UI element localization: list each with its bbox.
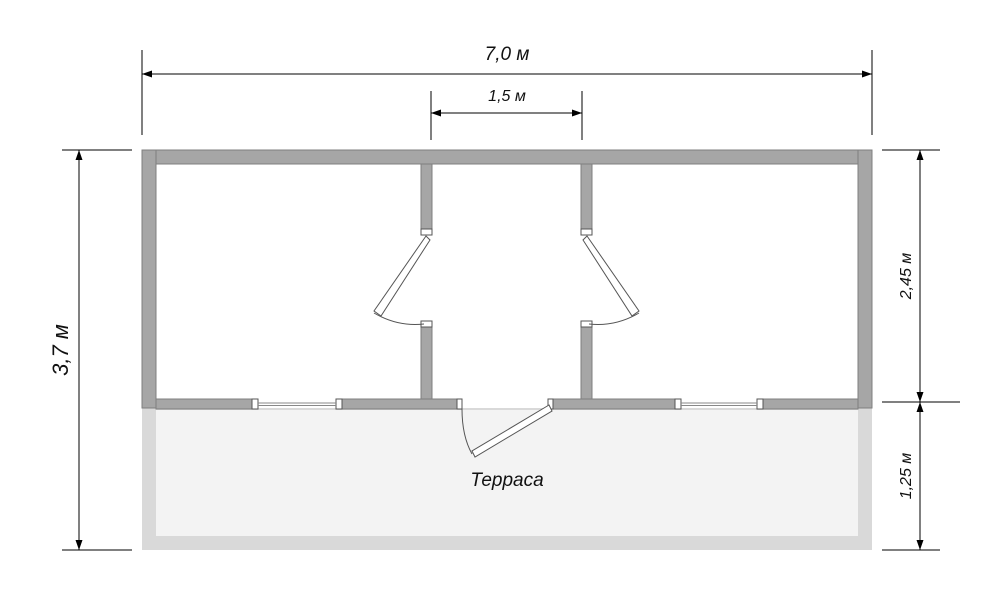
dim-total-height: 3,7 м <box>48 324 73 376</box>
dim-middle-width: 1,5 м <box>488 88 526 105</box>
terrace-label: Терраса <box>470 470 543 491</box>
walls <box>141 149 873 410</box>
partition-right-lower <box>580 326 593 400</box>
wall-top <box>141 149 873 165</box>
partition-right-upper <box>580 163 593 233</box>
front-wall-segment-2 <box>341 398 462 410</box>
front-wall-segment-1 <box>155 398 253 410</box>
door-left-room <box>373 235 431 325</box>
dimension-lines <box>75 70 924 550</box>
front-wall-segment-4 <box>762 398 859 410</box>
dim-terrace-depth: 1,25 м <box>898 453 915 500</box>
door-jambs <box>420 228 593 410</box>
extension-lines <box>62 50 960 551</box>
window-right <box>674 398 764 410</box>
door-right-room <box>582 235 640 325</box>
partition-left-lower <box>420 326 433 400</box>
window-left <box>251 398 343 410</box>
dim-room-depth: 2,45 м <box>898 253 915 301</box>
front-wall-segment-3 <box>552 398 676 410</box>
dim-total-width: 7,0 м <box>485 44 530 65</box>
door-entrance <box>461 404 553 458</box>
wall-right <box>857 149 873 409</box>
partition-left-upper <box>420 163 433 233</box>
wall-left <box>141 149 157 409</box>
